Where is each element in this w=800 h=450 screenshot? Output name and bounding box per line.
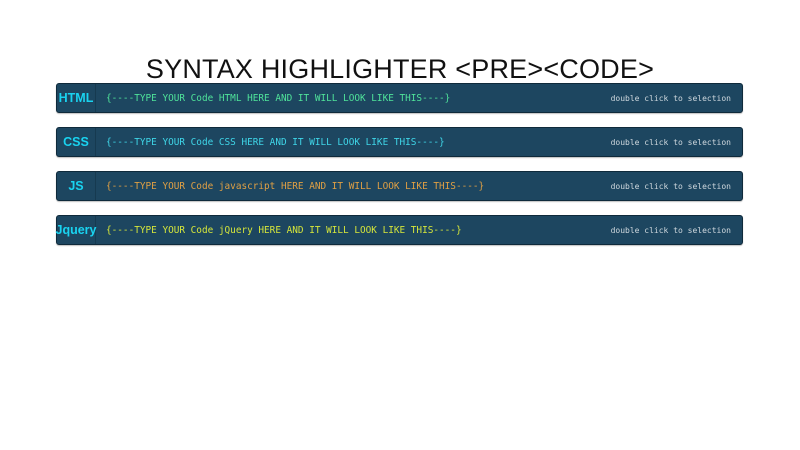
lang-label: CSS [57,128,96,156]
copy-hint: double click to selection [610,181,731,191]
lang-label: Jquery [56,216,97,244]
code-content[interactable]: {----TYPE YOUR Code HTML HERE AND IT WIL… [106,92,451,104]
code-block-css[interactable]: CSS {----TYPE YOUR Code CSS HERE AND IT … [56,127,743,157]
code-block-html[interactable]: HTML {----TYPE YOUR Code HTML HERE AND I… [56,83,743,113]
code-content[interactable]: {----TYPE YOUR Code javascript HERE AND … [106,180,485,192]
copy-hint: double click to selection [610,93,731,103]
copy-hint: double click to selection [610,137,731,147]
lang-label: HTML [57,84,96,112]
code-content[interactable]: {----TYPE YOUR Code jQuery HERE AND IT W… [106,224,462,236]
code-content[interactable]: {----TYPE YOUR Code CSS HERE AND IT WILL… [106,136,445,148]
copy-hint: double click to selection [610,225,731,235]
lang-label: JS [57,172,96,200]
page-title: SYNTAX HIGHLIGHTER <PRE><CODE> [145,54,655,85]
code-block-js[interactable]: JS {----TYPE YOUR Code javascript HERE A… [56,171,743,201]
code-block-jquery[interactable]: Jquery {----TYPE YOUR Code jQuery HERE A… [56,215,743,245]
